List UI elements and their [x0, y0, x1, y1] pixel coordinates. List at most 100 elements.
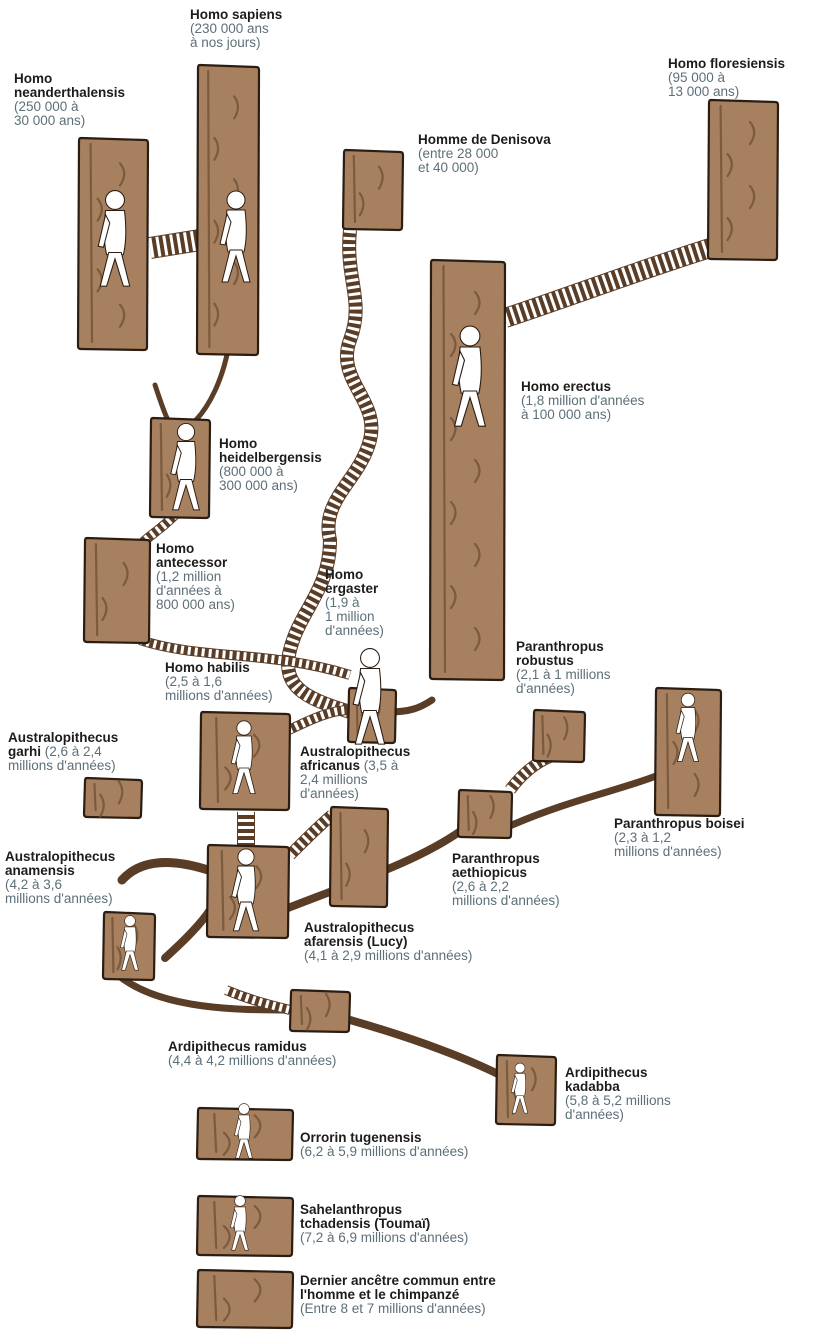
- species-name-line: Homo sapiens: [190, 8, 282, 22]
- branch-0: [155, 385, 168, 420]
- species-name-line: robustus: [516, 654, 611, 668]
- date-range-line: (4,1 à 2,9 millions d'années): [304, 949, 472, 963]
- species-name-line: antecessor: [156, 556, 235, 570]
- species-name-line: Ardipithecus: [565, 1066, 671, 1080]
- species-name-line: kadabba: [565, 1080, 671, 1094]
- date-range-line: (6,2 à 5,9 millions d'années): [300, 1145, 468, 1159]
- trunk-midtrunk: [330, 807, 388, 907]
- species-name-line: Homme de Denisova: [418, 133, 551, 147]
- label-orrorin: Orrorin tugenensis(6,2 à 5,9 millions d'…: [300, 1131, 468, 1159]
- date-range-line: (250 000 à: [14, 100, 125, 114]
- date-range-line: (800 000 à: [219, 465, 322, 479]
- date-range-line: (2,1 à 1 millions: [516, 668, 611, 682]
- label-sahelanthropus: Sahelanthropustchadensis (Toumaï)(7,2 à …: [300, 1203, 468, 1245]
- trunk-floresiensis: [708, 100, 778, 260]
- hypothetical-link-stripe-7: [290, 815, 332, 855]
- species-name-line: tchadensis (Toumaï): [300, 1217, 468, 1231]
- date-range-line: d'années): [565, 1108, 671, 1122]
- species-name-line: Homo floresiensis: [668, 57, 785, 71]
- label-line: africanus (3,5 à: [300, 759, 410, 773]
- date-range-line: millions d'années): [452, 894, 560, 908]
- date-range-line: à nos jours): [190, 36, 282, 50]
- date-range-line: d'années à: [156, 584, 235, 598]
- label-heidelbergensis: Homoheidelbergensis(800 000 à300 000 ans…: [219, 437, 322, 493]
- species-name-line: Paranthropus: [516, 640, 611, 654]
- date-range-line: (2,5 à 1,6: [165, 675, 273, 689]
- species-name-line: Paranthropus: [452, 852, 560, 866]
- branch-7: [350, 1020, 500, 1075]
- date-range-line: millions d'années): [614, 845, 745, 859]
- species-name-line: Homo habilis: [165, 661, 273, 675]
- species-name-line: Dernier ancêtre commun entre: [300, 1274, 496, 1288]
- date-range-line: (230 000 ans: [190, 22, 282, 36]
- species-name-line: Paranthropus boisei: [614, 817, 745, 831]
- species-name-part: africanus: [300, 758, 360, 773]
- trunk-ramidus: [290, 990, 350, 1032]
- label-afarensis: Australopithecusafarensis (Lucy)(4,1 à 2…: [304, 921, 472, 963]
- date-range-part: d'années): [300, 786, 359, 801]
- date-range-line: d'années): [325, 624, 384, 638]
- trunk-garhi: [84, 778, 142, 818]
- date-range-line: (Entre 8 et 7 millions d'années): [300, 1302, 496, 1316]
- branch-2: [122, 863, 208, 880]
- trunk-erectus: [430, 260, 505, 680]
- label-line: d'années): [300, 787, 410, 801]
- trunk-denisova: [343, 150, 403, 230]
- label-p_boisei: Paranthropus boisei(2,3 à 1,2millions d'…: [614, 817, 745, 859]
- date-range-line: 300 000 ans): [219, 479, 322, 493]
- label-africanus: Australopithecusafricanus (3,5 à2,4 mill…: [300, 745, 410, 801]
- date-range-part: (3,5 à: [360, 758, 398, 773]
- date-range-part: millions d'années): [8, 758, 116, 773]
- date-range-line: et 40 000): [418, 161, 551, 175]
- date-range-line: 1 million: [325, 610, 384, 624]
- date-range-line: 13 000 ans): [668, 85, 785, 99]
- label-denisova: Homme de Denisova(entre 28 000et 40 000): [418, 133, 551, 175]
- label-garhi: Australopithecusgarhi (2,6 à 2,4millions…: [8, 731, 118, 773]
- species-name-line: afarensis (Lucy): [304, 935, 472, 949]
- date-range-line: millions d'années): [5, 892, 115, 906]
- species-name-line: neanderthalensis: [14, 86, 125, 100]
- date-range-line: (5,8 à 5,2 millions: [565, 1094, 671, 1108]
- trunk-aethiopicus: [458, 790, 512, 838]
- date-range-line: (2,6 à 2,2: [452, 880, 560, 894]
- date-range-line: 30 000 ans): [14, 114, 125, 128]
- species-name-line: l'homme et le chimpanzé: [300, 1288, 496, 1302]
- date-range-line: d'années): [516, 682, 611, 696]
- species-name-line: heidelbergensis: [219, 451, 322, 465]
- species-name-line: Orrorin tugenensis: [300, 1131, 468, 1145]
- date-range-line: (2,3 à 1,2: [614, 831, 745, 845]
- date-range-line: à 100 000 ans): [521, 408, 644, 422]
- branch-3: [165, 910, 210, 958]
- species-name-line: Homo: [219, 437, 322, 451]
- species-name-line: Sahelanthropus: [300, 1203, 468, 1217]
- trunk-lca: [197, 1270, 293, 1328]
- branch-1: [196, 350, 228, 420]
- trunk-antecessor: [84, 538, 150, 643]
- trunk-kadabba: [496, 1055, 556, 1125]
- date-range-line: (4,2 à 3,6: [5, 878, 115, 892]
- species-name-line: aethiopicus: [452, 866, 560, 880]
- date-range-line: 800 000 ans): [156, 598, 235, 612]
- label-line: garhi (2,6 à 2,4: [8, 745, 118, 759]
- species-name-line: Australopithecus: [5, 850, 115, 864]
- species-name-line: Homo erectus: [521, 380, 644, 394]
- date-range-line: (1,2 million: [156, 570, 235, 584]
- date-range-part: (2,6 à 2,4: [41, 744, 102, 759]
- species-name-line: Homo: [156, 542, 235, 556]
- species-name-part: garhi: [8, 744, 41, 759]
- date-range-line: (entre 28 000: [418, 147, 551, 161]
- species-name-line: anamensis: [5, 864, 115, 878]
- label-anamensis: Australopithecusanamensis(4,2 à 3,6milli…: [5, 850, 115, 906]
- date-range-line: (1,8 million d'années: [521, 394, 644, 408]
